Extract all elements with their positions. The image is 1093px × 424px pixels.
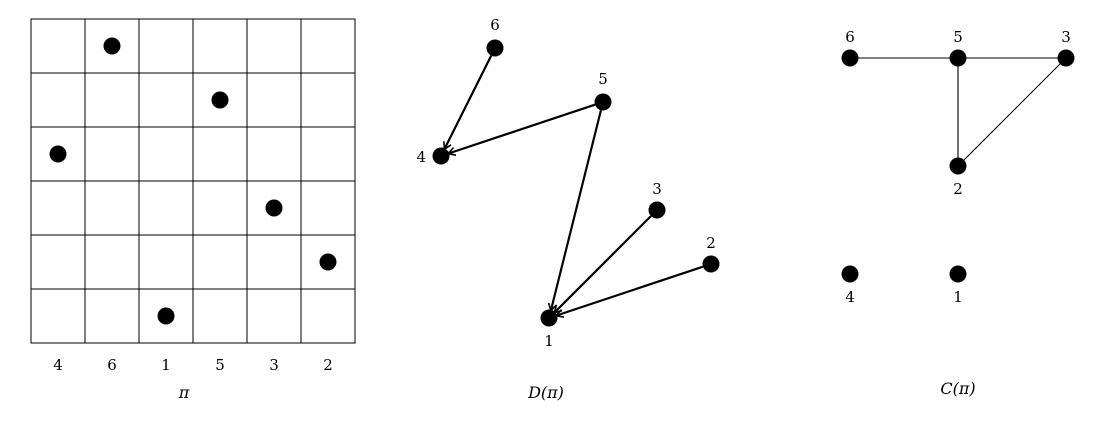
digraph-node [648, 201, 666, 219]
graph-node [841, 49, 859, 67]
permutation-value-label: 3 [269, 356, 279, 374]
digraph-node-label: 2 [706, 234, 716, 252]
permutation-value-label: 1 [161, 356, 171, 374]
digraph-node-label: 6 [490, 16, 500, 34]
digraph-node [486, 39, 504, 57]
digraph-panel: 6 5 4 3 2 1 [416, 16, 720, 350]
digraph-node-label: 5 [598, 70, 608, 88]
graph-node [949, 49, 967, 67]
digraph-node [594, 93, 612, 111]
graph-node [949, 265, 967, 283]
graph-node-label: 2 [953, 180, 963, 198]
digraph-arc [554, 265, 704, 318]
graph-node-label: 3 [1061, 28, 1071, 46]
permutation-point [319, 253, 337, 271]
graph-edge [957, 57, 1067, 167]
permutation-value-label: 5 [215, 356, 225, 374]
digraph-arc [553, 215, 652, 314]
graph-caption: C(π) [940, 379, 975, 398]
graph-node [841, 265, 859, 283]
digraph-node-label: 3 [652, 180, 662, 198]
digraph-node-label: 1 [544, 332, 554, 350]
graph-node-label: 1 [953, 288, 963, 306]
digraph-node [432, 147, 450, 165]
digraph-node [702, 255, 720, 273]
permutation-value-label: 6 [107, 356, 117, 374]
permutation-caption: π [178, 383, 190, 402]
permutation-value-label: 4 [53, 356, 63, 374]
graph-node-label: 5 [953, 28, 963, 46]
digraph-node-label: 4 [416, 148, 426, 166]
digraph-arc [443, 55, 493, 151]
digraph-caption: D(π) [527, 383, 564, 402]
graph-panel: 6 5 3 2 4 1 [841, 28, 1075, 306]
graph-node [1057, 49, 1075, 67]
digraph-arc [547, 109, 603, 313]
permutation-point [157, 307, 175, 325]
permutation-point [49, 145, 67, 163]
graph-node-label: 4 [845, 288, 855, 306]
digraph-arc [446, 103, 596, 156]
permutation-point [103, 37, 121, 55]
permutation-point [265, 199, 283, 217]
permutation-point [211, 91, 229, 109]
permutation-grid-panel: 4 6 1 5 3 2 [30, 18, 356, 374]
graph-node-label: 6 [845, 28, 855, 46]
permutation-value-label: 2 [323, 356, 333, 374]
digraph-node [540, 309, 558, 327]
graph-node [949, 157, 967, 175]
